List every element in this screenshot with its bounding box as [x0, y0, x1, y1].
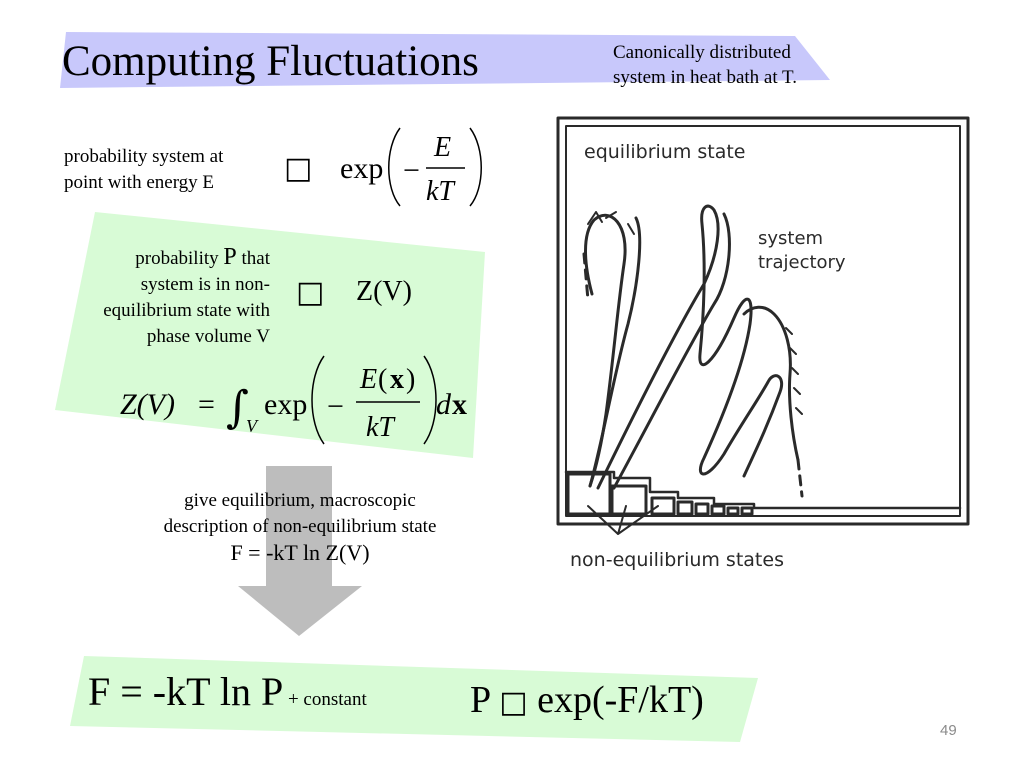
phase-label-line-3: equilibrium state with — [103, 300, 270, 321]
minus-sign-2: − — [327, 390, 344, 423]
free-energy-main: F = -kT ln P — [88, 669, 284, 714]
down-arrow — [238, 466, 362, 636]
exp-free-energy: exp(-F/kT) — [527, 679, 704, 721]
noneq-states-label: non-equilibrium states — [570, 549, 784, 571]
phase-label-symbol: P — [223, 244, 237, 270]
probability-exp-formula: P □ exp(-F/kT) — [470, 676, 704, 727]
green-band-bottom — [70, 656, 758, 742]
phase-label-line-2: system is in non- — [140, 274, 270, 295]
constant-term: + constant — [283, 689, 367, 710]
figure-outer-frame — [556, 116, 970, 526]
energy-fn-numerator: E — [359, 364, 377, 395]
trajectory-label-line-2: trajectory — [758, 252, 846, 273]
proportional-glyph-2: □ — [296, 275, 325, 310]
boltzmann-formula: exp − E kT — [340, 127, 482, 207]
exp-function-1: exp — [340, 152, 383, 185]
differential-d: d — [436, 388, 452, 421]
integral-sign: ∫ — [226, 382, 249, 433]
state-step-outline — [564, 470, 962, 510]
proportional-glyph-3: □ — [499, 685, 528, 720]
noneq-state-box-5 — [694, 502, 710, 516]
free-energy-z-formula: F = -kT ln Z(V) — [230, 540, 370, 565]
z-of-v-rhs: Z(V) — [356, 276, 412, 307]
phase-space-figure: equilibrium state system trajectory non-… — [556, 116, 970, 571]
title-band — [60, 32, 830, 88]
partition-integral: Z(V) = ∫ V exp − E ( x ) kT d x — [120, 355, 467, 445]
paren-open-x: ( — [378, 364, 387, 395]
trajectory-direction-arrows — [785, 327, 803, 415]
noneq-state-box-4 — [676, 500, 694, 516]
phase-label-line-1: probability P that — [62, 244, 270, 272]
kt-denominator-1: kT — [426, 176, 456, 207]
energy-label-line-1: probability system at — [64, 146, 224, 167]
noneq-state-box-1 — [566, 472, 612, 516]
trajectory-main-inner — [612, 212, 731, 490]
minus-sign-1: − — [403, 154, 420, 187]
noneq-state-box-2 — [610, 484, 648, 516]
noneq-state-box-6 — [710, 504, 726, 516]
heat-bath-note: Canonically distributed system in heat b… — [613, 40, 873, 90]
noneq-state-box-3 — [650, 496, 676, 516]
noneq-pointer-lines — [587, 505, 659, 535]
integral-lhs: Z(V) — [120, 388, 175, 421]
equilibrium-description: give equilibrium, macroscopic descriptio… — [130, 488, 470, 566]
phase-probability-label: probability P that system is in non- equ… — [62, 244, 270, 350]
kt-denominator-2: kT — [366, 412, 396, 443]
description-line-2: description of non-equilibrium state — [163, 516, 437, 537]
exp-function-2: exp — [264, 388, 307, 421]
phase-label-line-4: phase volume V — [146, 326, 270, 347]
proportional-glyph-1: □ — [284, 151, 313, 186]
trajectory-dash-right — [796, 458, 804, 498]
trajectory-label-line-1: system — [758, 228, 823, 249]
differential-x: x — [452, 388, 467, 421]
trajectory-main-loop — [596, 204, 783, 490]
equilibrium-state-label: equilibrium state — [584, 141, 746, 163]
equals-sign: = — [198, 388, 215, 421]
phase-label-suffix: that — [236, 248, 271, 269]
green-band-phase — [55, 212, 485, 458]
p-symbol: P — [470, 679, 500, 721]
page-number: 49 — [940, 722, 957, 739]
trajectory-right-curve — [742, 305, 800, 462]
note-line-2: system in heat bath at T. — [613, 67, 797, 88]
noneq-state-box-8 — [740, 506, 754, 516]
phase-label-prefix: probability — [135, 248, 224, 269]
figure-inner-frame — [565, 125, 961, 517]
note-line-1: Canonically distributed — [613, 42, 791, 63]
slide-title: Computing Fluctuations — [62, 38, 479, 85]
paren-close-x: ) — [406, 364, 415, 395]
energy-numerator: E — [433, 132, 451, 163]
trajectory-arrows-top — [587, 211, 635, 235]
energy-label-line-2: point with energy E — [64, 172, 215, 193]
description-line-1: give equilibrium, macroscopic — [184, 490, 416, 511]
energy-probability-label: probability system at point with energy … — [64, 144, 274, 196]
state-vector-x: x — [390, 364, 404, 395]
integral-subscript: V — [246, 416, 259, 436]
noneq-state-box-7 — [726, 506, 740, 516]
trajectory-dash-left — [582, 252, 590, 302]
free-energy-formula: F = -kT ln P + constant — [88, 668, 367, 724]
trajectory-loop-left-return — [588, 216, 642, 488]
